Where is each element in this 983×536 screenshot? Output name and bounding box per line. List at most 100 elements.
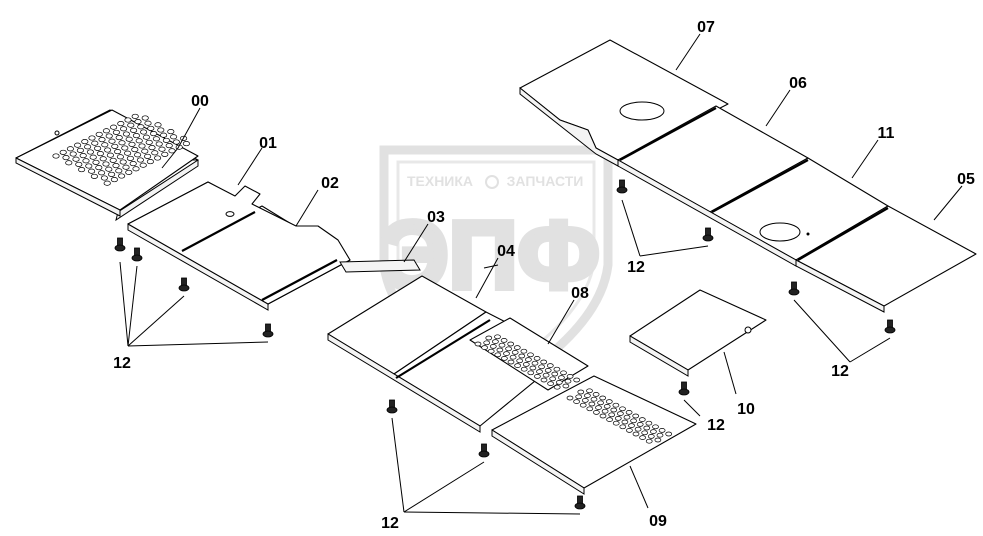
perforation-hole bbox=[494, 334, 501, 340]
perforation-hole bbox=[518, 353, 526, 359]
perforation-hole bbox=[90, 173, 98, 179]
label-12-right: 12 bbox=[831, 363, 849, 380]
perforation-hole bbox=[66, 146, 74, 152]
perforation-hole bbox=[599, 395, 607, 401]
perforation-hole bbox=[52, 153, 60, 159]
perforation-hole bbox=[507, 359, 515, 365]
perforation-hole bbox=[88, 168, 96, 174]
perforation-hole bbox=[612, 402, 620, 408]
perforation-hole bbox=[145, 139, 153, 145]
perforation-hole bbox=[121, 145, 129, 151]
perforation-hole bbox=[115, 135, 123, 141]
perforation-hole bbox=[500, 338, 508, 343]
watermark-caption-left: ТЕХНИКА bbox=[407, 173, 473, 189]
label-02: 02 bbox=[321, 175, 339, 192]
perforation-hole bbox=[116, 154, 124, 160]
bolt-icon bbox=[262, 323, 274, 338]
perforation-hole bbox=[650, 429, 657, 434]
perforation-hole bbox=[158, 146, 166, 152]
perforation-hole bbox=[102, 128, 110, 134]
perforation-hole bbox=[172, 139, 180, 145]
watermark-caption-right: ЗАПЧАСТИ bbox=[507, 173, 584, 189]
perforation-hole bbox=[634, 426, 642, 432]
perforation-hole bbox=[606, 417, 613, 422]
perforation-hole bbox=[108, 138, 116, 144]
perforation-hole bbox=[84, 144, 92, 150]
bolt-icon bbox=[131, 247, 143, 262]
perforation-hole bbox=[566, 395, 574, 401]
perforation-hole bbox=[538, 364, 545, 370]
perforation-hole bbox=[144, 120, 152, 126]
perforation-hole bbox=[148, 145, 156, 151]
perforation-hole bbox=[514, 363, 521, 368]
perforation-hole bbox=[599, 413, 607, 419]
perforation-hole bbox=[161, 151, 169, 157]
label-12-bottom: 12 bbox=[381, 515, 399, 532]
perforation-hole bbox=[120, 126, 128, 132]
perforation-hole bbox=[652, 424, 659, 430]
perforation-hole bbox=[617, 411, 624, 416]
perforation-hole bbox=[501, 356, 508, 361]
perforation-hole bbox=[658, 428, 666, 433]
perforation-hole bbox=[165, 143, 173, 149]
perforation-hole bbox=[110, 124, 118, 130]
perforation-hole bbox=[639, 435, 646, 440]
perforation-hole bbox=[489, 344, 497, 349]
perforation-hole bbox=[139, 162, 147, 168]
perforation-hole bbox=[540, 377, 548, 383]
bolt-icon bbox=[678, 381, 690, 396]
perforation-hole bbox=[105, 133, 113, 139]
perforation-hole bbox=[128, 141, 136, 147]
perforation-hole bbox=[632, 413, 640, 419]
perforation-hole bbox=[76, 147, 84, 153]
perforation-hole bbox=[588, 401, 596, 407]
perforation-hole bbox=[157, 127, 165, 133]
perforation-hole bbox=[131, 147, 139, 153]
perforation-hole bbox=[494, 352, 502, 358]
watermark-logo: ТЕХНИКА ЗАПЧАСТИ ЭПФ bbox=[377, 145, 613, 398]
perforation-hole bbox=[573, 399, 580, 404]
perforation-hole bbox=[645, 420, 653, 426]
perforation-hole bbox=[154, 122, 162, 128]
perforation-hole bbox=[154, 155, 162, 161]
perforation-hole bbox=[534, 374, 541, 379]
perforation-hole bbox=[605, 399, 613, 404]
leader-lines bbox=[119, 33, 963, 515]
bolt-icon bbox=[114, 237, 126, 252]
perforation-hole bbox=[575, 394, 583, 400]
perforation-hole bbox=[619, 424, 627, 430]
perforation-hole bbox=[86, 149, 94, 155]
perforation-hole bbox=[105, 166, 113, 172]
perforation-hole bbox=[597, 400, 604, 406]
perforation-hole bbox=[101, 142, 109, 148]
perforation-hole bbox=[544, 368, 552, 373]
label-12-left: 12 bbox=[113, 355, 131, 372]
perforation-hole bbox=[125, 136, 133, 142]
perforation-hole bbox=[92, 159, 100, 165]
perforation-hole bbox=[579, 402, 587, 408]
perforation-hole bbox=[102, 161, 110, 167]
bolt-icon bbox=[178, 277, 190, 292]
perforation-hole bbox=[527, 370, 535, 376]
perforation-hole bbox=[167, 129, 175, 135]
perforation-hole bbox=[91, 140, 99, 146]
perforation-hole bbox=[516, 358, 524, 364]
perforation-hole bbox=[75, 161, 83, 167]
perforation-hole bbox=[162, 137, 170, 143]
perforation-hole bbox=[140, 129, 148, 135]
part-09-perforated-panel bbox=[491, 375, 697, 495]
perforation-hole bbox=[511, 350, 519, 355]
perforation-hole bbox=[610, 407, 618, 413]
perforation-hole bbox=[142, 134, 150, 140]
perforation-hole bbox=[78, 167, 86, 173]
perforation-hole bbox=[119, 159, 127, 165]
part-05-floor-panel bbox=[617, 159, 977, 313]
label-00: 00 bbox=[191, 93, 209, 110]
perforation-hole bbox=[601, 408, 609, 414]
label-07: 07 bbox=[697, 19, 715, 36]
perforation-hole bbox=[88, 135, 96, 141]
perforation-hole bbox=[625, 410, 633, 415]
label-06: 06 bbox=[789, 75, 807, 92]
perforation-hole bbox=[69, 151, 77, 157]
